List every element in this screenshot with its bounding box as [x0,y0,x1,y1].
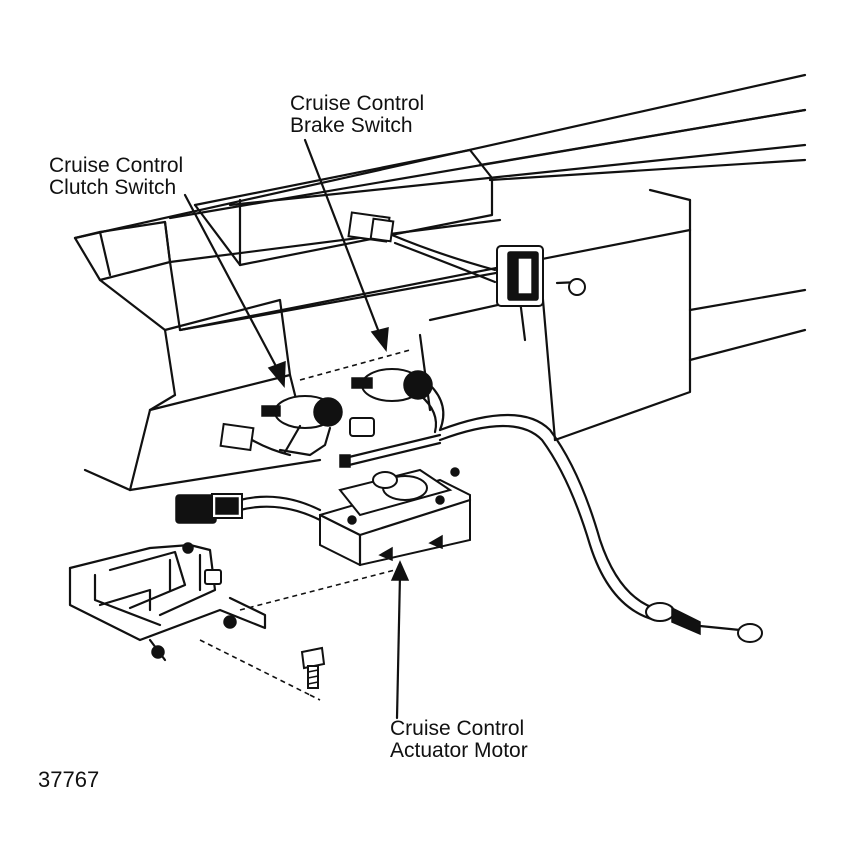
actuator-motor-label-line2: Actuator Motor [390,739,528,762]
figure-number: 37767 [38,767,100,792]
alignment-lines [199,569,396,701]
brake-switch-connector [347,211,497,284]
actuator-motor [318,467,472,567]
brake-switch-label-line1: Cruise Control [290,92,425,115]
clutch-switch-label-line1: Cruise Control [49,154,184,177]
mounting-bracket [68,542,267,662]
center-connectors [339,417,442,468]
dash-switch [496,245,586,307]
leader-arrows [183,138,410,720]
actuator-motor-label-line1: Cruise Control [390,717,525,740]
actuator-harness [175,493,322,524]
mounting-bolt [300,646,326,689]
brake-switch [299,349,445,434]
clutch-switch [261,395,343,457]
clutch-switch-connector [219,422,292,457]
throttle-cable [438,413,763,643]
clutch-switch-label-line2: Clutch Switch [49,176,177,199]
brake-switch-label-line2: Brake Switch [290,114,413,137]
clutch-switch-label: Cruise Control Clutch Switch [49,155,183,199]
actuator-motor-label: Cruise Control Actuator Motor [390,718,528,762]
brake-switch-label: Cruise Control Brake Switch [290,93,424,137]
